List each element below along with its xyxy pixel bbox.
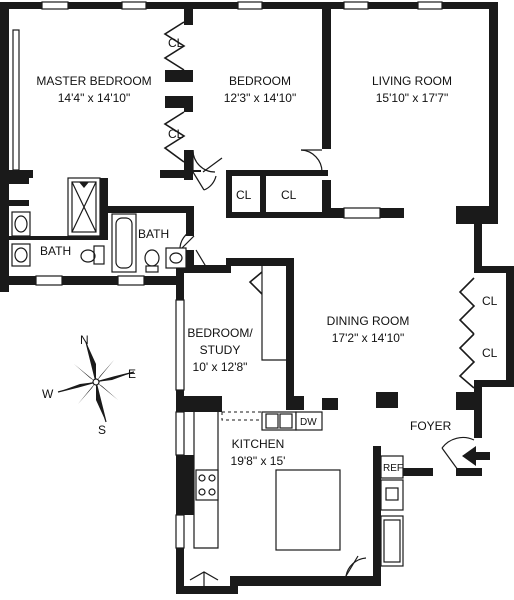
- master-bedroom-name: MASTER BEDROOM: [36, 74, 151, 88]
- foyer-name: FOYER: [410, 419, 452, 433]
- bedroom-size: 12'3" x 14'10": [224, 91, 297, 105]
- compass-east-label: E: [128, 367, 136, 381]
- dining-room-size: 17'2" x 14'10": [332, 331, 405, 345]
- bath-left-name: BATH: [40, 244, 71, 258]
- compass-star-icon: [57, 341, 135, 423]
- bath-fixtures: [11, 177, 187, 273]
- doors: [179, 149, 475, 586]
- closet-label: CL: [482, 294, 498, 308]
- closet-label: CL: [281, 188, 297, 202]
- entry-arrow-icon: [462, 446, 490, 466]
- closet-labels: CL CL CL CL CL CL: [168, 36, 498, 360]
- kitchen-name: KITCHEN: [232, 437, 285, 451]
- compass-rose: N E S W: [42, 333, 136, 437]
- closet-label: CL: [168, 36, 184, 50]
- compass-north-label: N: [80, 333, 89, 347]
- living-room-size: 15'10" x 17'7": [376, 91, 449, 105]
- bedroom-name: BEDROOM: [229, 74, 291, 88]
- closet-label: CL: [236, 188, 252, 202]
- bedroom-study-name-line1: BEDROOM/: [187, 326, 253, 340]
- closet-label: CL: [482, 346, 498, 360]
- appliance-labels: DW REF: [295, 411, 404, 479]
- dishwasher-label: DW: [300, 417, 317, 428]
- bedroom-study-size: 10' x 12'8": [193, 360, 248, 374]
- living-room-name: LIVING ROOM: [372, 74, 452, 88]
- refrigerator-label: REF: [383, 463, 403, 474]
- bedroom-study-name-line2: STUDY: [200, 343, 241, 357]
- kitchen-fixtures: [12, 29, 404, 567]
- dining-room-name: DINING ROOM: [327, 314, 410, 328]
- kitchen-size: 19'8" x 15': [231, 454, 286, 468]
- room-labels: MASTER BEDROOM 14'4" x 14'10" BEDROOM 12…: [36, 74, 452, 468]
- compass-west-label: W: [42, 387, 54, 401]
- master-bedroom-size: 14'4" x 14'10": [58, 91, 131, 105]
- bath-right-name: BATH: [138, 227, 169, 241]
- closet-label: CL: [168, 127, 184, 141]
- compass-south-label: S: [98, 423, 106, 437]
